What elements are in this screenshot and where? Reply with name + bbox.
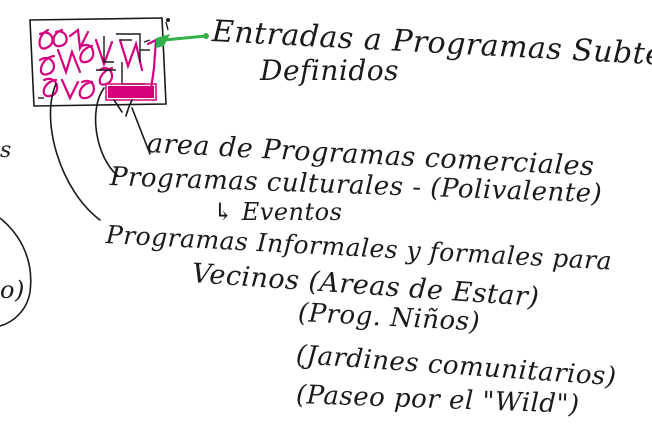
entrance-label-cont: Definidos xyxy=(260,54,399,87)
leader-lines xyxy=(49,83,151,221)
commercial-area-block xyxy=(108,86,154,98)
entrance-marker xyxy=(156,18,209,48)
edge-arc xyxy=(0,217,32,327)
events-label: ↳ Eventos xyxy=(213,198,343,226)
commercial-area-block-outline xyxy=(105,83,157,101)
edge-fragment-bottom: o) xyxy=(0,276,25,304)
edge-fragment-top: s xyxy=(0,138,12,163)
sketch-frame xyxy=(29,17,167,107)
